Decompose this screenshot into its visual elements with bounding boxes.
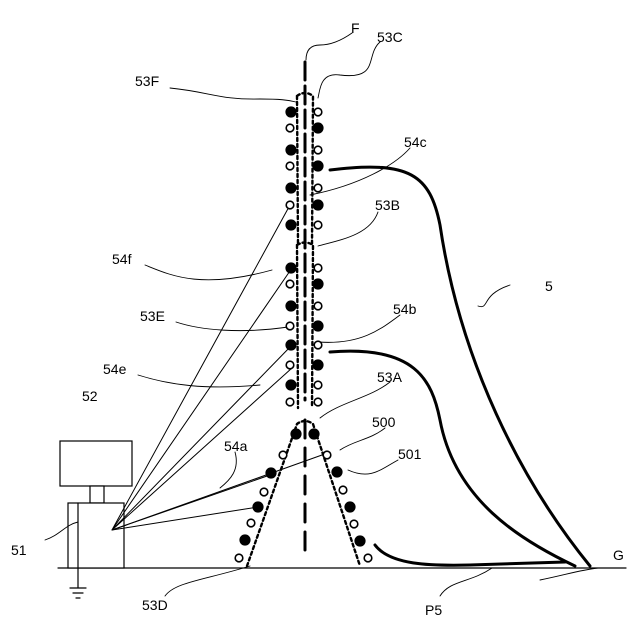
label-53D: 53D (142, 597, 168, 613)
label-53C: 53C (377, 29, 403, 45)
device-51-box (68, 503, 124, 568)
label-54a: 54a (224, 438, 248, 454)
connector-52-51 (90, 486, 104, 503)
label-52: 52 (82, 388, 98, 404)
label-53F: 53F (135, 73, 159, 89)
device-52-box (60, 441, 132, 486)
label-G: G (613, 547, 624, 563)
label-54c: 54c (404, 134, 427, 150)
label-54b: 54b (393, 301, 417, 317)
curve-P5 (375, 545, 565, 565)
curve-5-inner (330, 351, 575, 566)
label-54e: 54e (103, 361, 127, 377)
label-53A: 53A (377, 369, 403, 385)
curve-5-outer (330, 167, 590, 566)
label-53E: 53E (140, 308, 165, 324)
label-500: 500 (372, 414, 396, 430)
label-501: 501 (398, 446, 422, 462)
label-53B: 53B (375, 197, 400, 213)
leader-lines (45, 33, 598, 596)
label-51: 51 (11, 542, 27, 558)
label-5: 5 (545, 278, 553, 294)
label-54f: 54f (112, 251, 132, 267)
label-F: F (351, 20, 360, 36)
label-P5: P5 (425, 602, 442, 618)
